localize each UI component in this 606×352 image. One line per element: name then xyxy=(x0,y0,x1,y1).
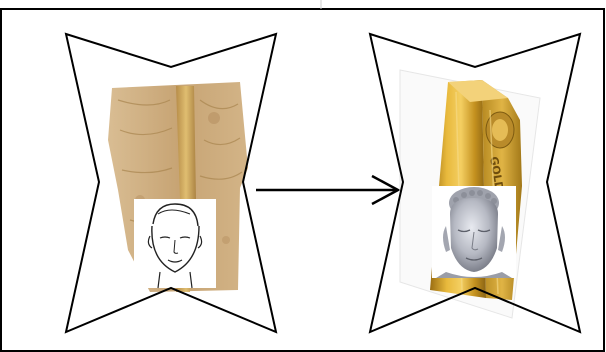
rendered-3d-buddha-head xyxy=(432,186,516,278)
line-drawing-face xyxy=(134,199,216,288)
